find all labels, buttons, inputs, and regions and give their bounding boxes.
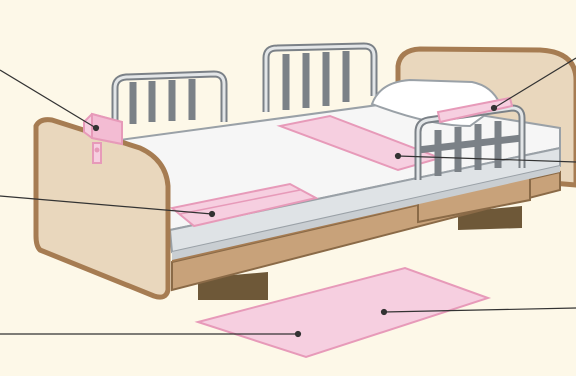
back-side-rail-right	[262, 42, 378, 112]
floor-mat-sensor	[194, 266, 492, 359]
pillow-sensor	[436, 96, 514, 124]
leader-lines	[0, 57, 576, 338]
back-side-rail-right-inner	[264, 44, 376, 112]
clip-sensor-icon	[94, 147, 100, 153]
back-side-rail-left	[111, 70, 228, 130]
back-side-rail-left-inner	[113, 72, 226, 130]
bed-mat-sensor-foot	[169, 182, 319, 228]
clip-sensor	[83, 112, 123, 164]
footboard	[33, 117, 171, 300]
